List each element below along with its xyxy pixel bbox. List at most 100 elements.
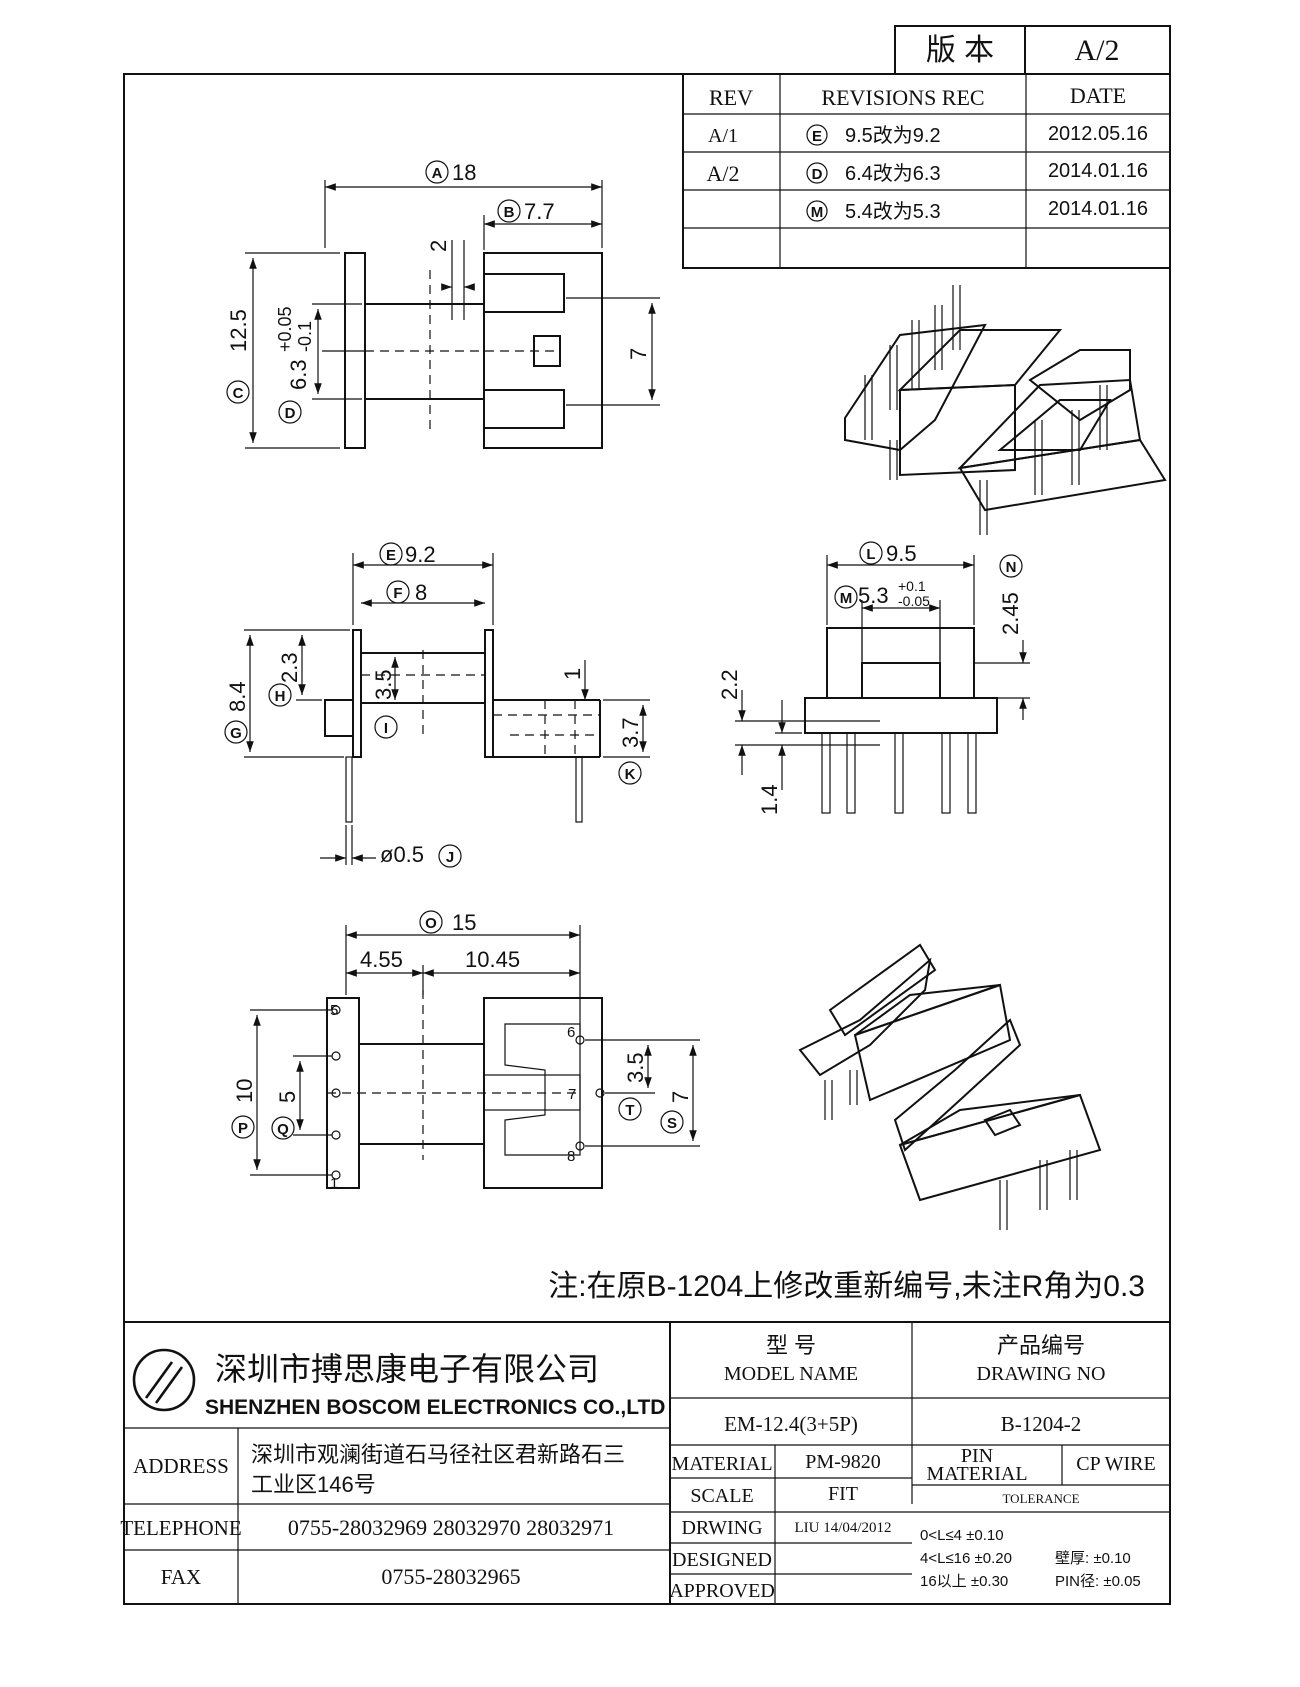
company-name-en: SHENZHEN BOSCOM ELECTRONICS CO.,LTD <box>205 1396 665 1419</box>
dim-h14: 1.4 <box>757 784 782 815</box>
pin-1-label: 1 <box>330 1175 338 1192</box>
pin-8-label: 8 <box>567 1148 575 1165</box>
rev-row-2-text: 6.4改为6.3 <box>845 162 941 185</box>
tolerance-row-3: 16以上 ±0.30 <box>920 1573 1008 1590</box>
approved-label: APPROVED <box>669 1580 775 1602</box>
company-logo <box>132 1348 196 1412</box>
address-line-1: 深圳市观澜街道石马径社区君新路石三 <box>251 1442 625 1467</box>
scale-value: FIT <box>828 1483 858 1505</box>
side-view: E 9.2 F 8 8.4 G 2.3 H 3.5 I 1 3.7 K ø0 <box>224 542 650 868</box>
rev-row-3-text: 5.4改为5.3 <box>845 200 941 223</box>
dim-G: 8.4 <box>225 681 250 712</box>
dim-D: 6.3 <box>286 359 311 390</box>
model-label-cn: 型 号 <box>766 1333 816 1358</box>
dim-w1045: 10.45 <box>465 947 520 972</box>
material-value: PM-9820 <box>805 1451 881 1473</box>
tolerance-row-2: 4<L≤16 ±0.20 <box>920 1550 1012 1567</box>
front-view: L 9.5 M 5.3 +0.1 -0.05 2.45 N 2.2 1.4 <box>717 541 1030 815</box>
dim-B: 7.7 <box>524 199 555 224</box>
date-header: DATE <box>1070 83 1126 108</box>
version-label: 版 本 <box>926 34 994 67</box>
mark-G: G <box>230 725 242 742</box>
telephone-label: TELEPHONE <box>120 1516 241 1540</box>
mark-L: L <box>866 546 875 563</box>
dim-w455: 4.55 <box>360 947 403 972</box>
pin-material-label-2: MATERIAL <box>926 1463 1027 1485</box>
title-block: 深圳市搏思康电子有限公司 SHENZHEN BOSCOM ELECTRONICS… <box>120 1321 1170 1604</box>
bottom-view: 5 1 6 7 8 O 15 4.55 10.45 10 P 5 Q 3.5 T <box>231 910 700 1192</box>
mark-O: O <box>425 915 437 932</box>
company-name-cn: 深圳市搏思康电子有限公司 <box>215 1351 599 1387</box>
dim-Q: 5 <box>275 1091 300 1103</box>
rev-row-3-date: 2014.01.16 <box>1048 198 1148 220</box>
rev-row-1-date: 2012.05.16 <box>1048 123 1148 145</box>
mark-M: M <box>840 590 853 607</box>
iso-view-top <box>844 285 1167 535</box>
mark-A: A <box>432 165 443 182</box>
pin-7-label: 7 <box>568 1086 576 1103</box>
tolerance-row-1: 0<L≤4 ±0.10 <box>920 1527 1004 1544</box>
revisions-rec-header: REVISIONS REC <box>821 85 984 110</box>
dim-M: 5.3 <box>858 583 889 608</box>
fax-label: FAX <box>161 1565 201 1589</box>
mark-F: F <box>393 585 402 602</box>
dim-N: 2.45 <box>998 592 1023 635</box>
dim-two: 2 <box>426 240 451 252</box>
mark-J: J <box>446 849 454 866</box>
mark-K: K <box>625 766 636 783</box>
rev-row-2-date: 2014.01.16 <box>1048 160 1148 182</box>
dim-D-tol-up: +0.05 <box>275 306 295 352</box>
dim-S: 7 <box>668 1091 693 1103</box>
rev-row-2-mark: D <box>812 166 823 183</box>
mark-S: S <box>667 1115 677 1132</box>
address-label: ADDRESS <box>133 1454 229 1478</box>
model-label-en: MODEL NAME <box>724 1363 858 1385</box>
dim-D-tol-dn: -0.1 <box>295 321 315 352</box>
tolerance-wall: 壁厚: ±0.10 <box>1055 1550 1131 1567</box>
rev-row-1-rev: A/1 <box>708 125 738 147</box>
iso-view-bottom <box>798 943 1102 1230</box>
dim-h22: 2.2 <box>717 669 742 700</box>
dim-M-tol-dn: -0.05 <box>898 593 930 609</box>
mark-C: C <box>233 385 244 402</box>
rev-header: REV <box>709 85 753 110</box>
mark-E: E <box>386 547 396 564</box>
tolerance-pin: PIN径: ±0.05 <box>1055 1573 1141 1590</box>
mark-I: I <box>384 720 388 737</box>
note-text: 注:在原B-1204上修改重新编号,未注R角为0.3 <box>548 1270 1145 1303</box>
pin-6-label: 6 <box>567 1024 575 1041</box>
dim-h23: 2.3 <box>277 652 302 683</box>
drawing-label-cn: 产品编号 <box>997 1333 1085 1358</box>
dim-one: 1 <box>560 668 585 680</box>
mark-D: D <box>285 405 296 422</box>
dim-L: 9.5 <box>886 541 917 566</box>
dim-M-tol-up: +0.1 <box>898 578 926 594</box>
dim-h35: 3.5 <box>371 669 396 700</box>
fax-value: 0755-28032965 <box>381 1564 520 1589</box>
top-view: A 18 B 7.7 2 12.5 C 6.3 +0.05 -0.1 D 7 <box>226 160 660 449</box>
version-value: A/2 <box>1075 34 1120 67</box>
revision-table: REV REVISIONS REC DATE A/1 E 9.5改为9.2 20… <box>682 73 1171 269</box>
address-line-2: 工业区146号 <box>251 1472 376 1497</box>
drawing-value: B-1204-2 <box>1001 1412 1082 1436</box>
dim-A: 18 <box>452 160 476 185</box>
dim-T: 3.5 <box>623 1052 648 1083</box>
rev-row-3-mark: M <box>811 204 824 221</box>
pin-material-label-1: PIN <box>961 1445 993 1467</box>
sheet-border <box>123 73 1171 1605</box>
dim-O: 15 <box>452 910 476 935</box>
rev-row-2-rev: A/2 <box>707 161 740 186</box>
designed-label: DESIGNED <box>672 1549 772 1571</box>
telephone-value: 0755-28032969 28032970 28032971 <box>288 1515 614 1540</box>
dim-F: 8 <box>415 580 427 605</box>
dim-seven-top: 7 <box>626 348 651 360</box>
mark-B: B <box>504 204 515 221</box>
rev-row-1-text: 9.5改为9.2 <box>845 124 941 147</box>
dim-E: 9.2 <box>405 542 436 567</box>
pin-material-value: CP WIRE <box>1076 1453 1155 1475</box>
scale-label: SCALE <box>690 1485 753 1507</box>
drawing-label-en: DRAWING NO <box>977 1363 1106 1385</box>
pin-5-label: 5 <box>330 1002 338 1019</box>
mark-T: T <box>625 1102 634 1119</box>
